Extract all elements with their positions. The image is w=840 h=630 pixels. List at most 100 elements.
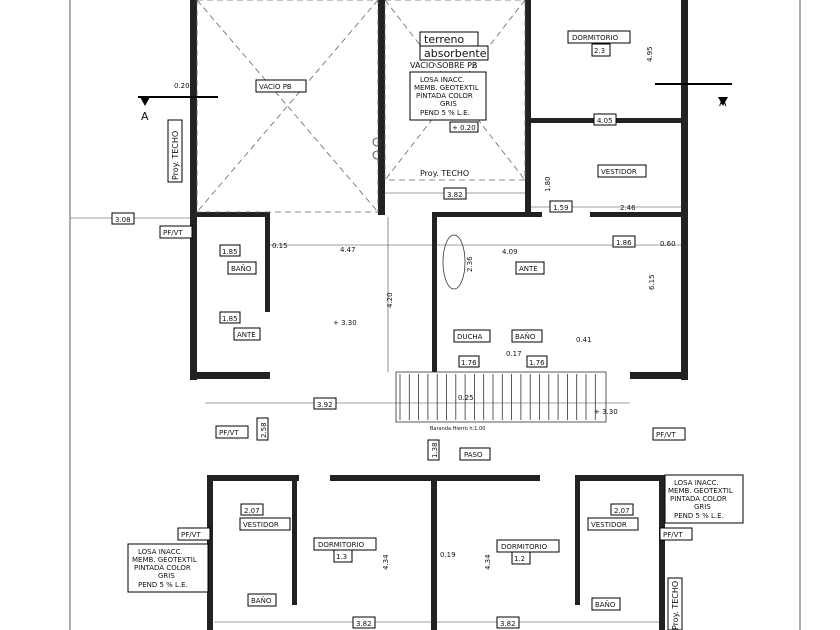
label-level-020: + 0.20 [449,121,479,133]
svg-text:VESTIDOR: VESTIDOR [243,521,279,529]
dim-4-05: 4.05 [593,113,617,126]
svg-text:1.38: 1.38 [431,442,439,458]
wall-bath-mid [432,212,437,372]
svg-text:Proy. TECHO: Proy. TECHO [420,169,469,178]
wall-mid-right [525,0,531,215]
wall-bottom-right [630,372,688,379]
dim-3-82-top: 3.82 [443,187,467,200]
svg-text:PEND 5 % L.E.: PEND 5 % L.E. [420,109,470,117]
svg-text:MEMB. GEOTEXTIL: MEMB. GEOTEXTIL [414,84,479,92]
dim-3-82-b: 3.82 [496,616,520,629]
svg-text:DORMITORIO: DORMITORIO [572,34,619,42]
svg-text:3.82: 3.82 [500,620,516,628]
svg-text:1.59: 1.59 [553,204,569,212]
tag-pf-vt-2: PF/VT [215,425,249,439]
section-marker-right: A [655,83,732,109]
svg-text:DORMITORIO: DORMITORIO [318,541,365,549]
label-baranda: Baranda Hierro h:1.00 [430,426,485,432]
svg-text:+ 3.30: + 3.30 [594,408,618,416]
svg-text:4.09: 4.09 [502,248,518,256]
svg-text:BAÑO: BAÑO [515,332,536,341]
svg-text:+ 0.20: + 0.20 [452,124,476,132]
void-left [196,0,379,213]
fixture-circle-a [372,137,382,147]
svg-text:PEND 5 % L.E.: PEND 5 % L.E. [138,581,188,589]
dim-2-36: 2.36 [466,256,474,272]
svg-text:2.58: 2.58 [260,422,268,438]
svg-text:1.76: 1.76 [461,359,477,367]
label-bano-lower-left: BAÑO [247,593,277,607]
label-bano-lower-right: BAÑO [591,597,621,611]
dim-0-60: 0.60 [660,240,676,248]
svg-text:ANTE: ANTE [237,331,256,339]
svg-text:A: A [141,110,149,123]
note-losa-top: LOSA INACC. MEMB. GEOTEXTIL PINTADA COLO… [409,71,487,121]
svg-text:BAÑO: BAÑO [231,264,252,273]
label-proy-techo-left: Proy. TECHO [167,119,183,183]
wall-bottom-left [190,372,270,379]
wall-lower-right-top [575,475,665,481]
svg-text:0.19: 0.19 [440,551,456,559]
tag-pf-vt-1: PF/VT [159,225,193,239]
svg-text:2.46: 2.46 [620,204,636,212]
wall-lower-center [431,475,437,630]
dim-0-15: 0.15 [272,242,288,250]
label-vacio-pb: VACIO PB [255,79,307,93]
label-ducha: DUCHA [453,329,491,343]
label-paso: PASO [459,447,491,461]
dim-0-19: 0.19 [440,551,456,559]
svg-text:0.25: 0.25 [458,394,474,402]
svg-text:4.05: 4.05 [597,117,613,125]
dim-3-82-a: 3.82 [352,616,376,629]
svg-text:BAÑO: BAÑO [251,596,272,605]
label-dormitorio-12: DORMITORIO 1.2 [496,539,560,565]
svg-text:GRIS: GRIS [440,100,457,108]
svg-text:PF/VT: PF/VT [663,531,683,539]
svg-text:PF/VT: PF/VT [219,429,239,437]
svg-text:GRIS: GRIS [694,503,711,511]
svg-text:4.34: 4.34 [484,554,492,570]
dim-1-85: 1.85 [219,244,241,257]
dim-1-85-b: 1.85 [219,311,241,324]
svg-text:DORMITORIO: DORMITORIO [501,543,548,551]
label-terreno-absorbente: terreno absorbente VACIO SOBRE PB [410,31,489,70]
wall-h-left [190,212,270,217]
label-vestidor-top: VESTIDOR [597,164,647,178]
dim-4-20: 4.20 [386,292,394,308]
dim-2-07-b: 2.07 [610,503,634,516]
svg-text:2.07: 2.07 [614,507,630,515]
tag-pf-vt-4: PF/VT [177,527,211,541]
dim-2-58: 2.58 [256,417,269,441]
label-vestidor-right: VESTIDOR [587,517,639,531]
wall-h-right [590,212,685,217]
svg-text:0.20: 0.20 [174,82,190,90]
svg-text:MEMB. GEOTEXTIL: MEMB. GEOTEXTIL [132,556,197,564]
svg-text:PASO: PASO [464,451,483,459]
wall-lower-right-inner [575,475,580,605]
dim-6-15: 6.15 [648,274,656,290]
label-ante-mid: ANTE [515,261,545,275]
dim-1-76-b: 1.76 [526,355,548,368]
dim-4-95: 4.95 [646,46,654,62]
svg-text:3.82: 3.82 [447,191,463,199]
note-losa-left: LOSA INACC. MEMB. GEOTEXTIL PINTADA COLO… [127,543,209,593]
svg-text:4.20: 4.20 [386,292,394,308]
wall-lower-left-top [207,475,299,481]
tag-pf-vt-5: PF/VT [659,527,693,541]
dim-1-86: 1.86 [612,235,636,248]
svg-text:6.15: 6.15 [648,274,656,290]
wall-bath-left [265,212,270,312]
svg-text:1.3: 1.3 [336,553,347,561]
dim-2-46: 2.46 [620,204,636,212]
section-marker-left: A [138,96,218,123]
wall-h-mid [432,212,542,217]
svg-text:PINTADA COLOR: PINTADA COLOR [416,92,473,100]
wall-lower-left-inner [292,475,297,605]
label-proy-techo-right: Proy. TECHO [667,577,683,630]
svg-text:0.60: 0.60 [660,240,676,248]
svg-text:MEMB. GEOTEXTIL: MEMB. GEOTEXTIL [668,487,733,495]
dim-0-17: 0.17 [506,350,522,358]
dim-1-76: 1.76 [458,355,480,368]
dim-3-92: 3.92 [313,397,337,410]
svg-text:4.34: 4.34 [382,554,390,570]
